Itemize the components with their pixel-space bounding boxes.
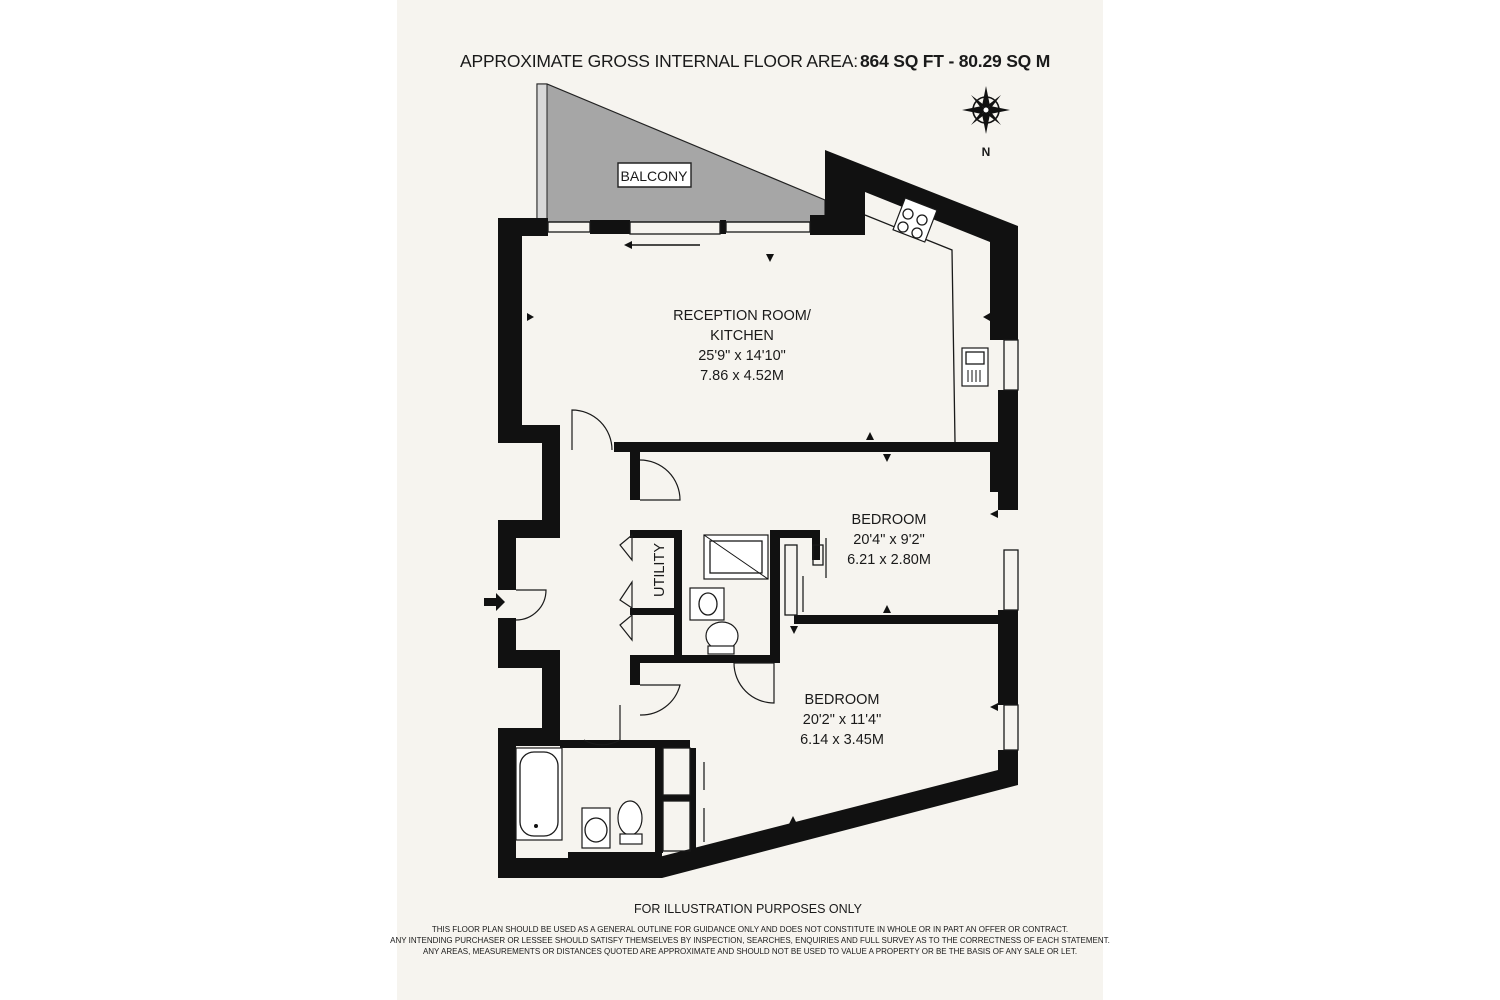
reception-metric: 7.86 x 4.52M — [700, 368, 784, 384]
balcony: BALCONY — [536, 83, 826, 223]
kitchen-counter — [864, 197, 989, 443]
room-bedroom-1: BEDROOM 20'4" x 9'2" 6.21 x 2.80M — [847, 512, 931, 568]
utility-label: UTILITY — [652, 543, 668, 597]
bedroom1-imperial: 20'4" x 9'2" — [853, 532, 924, 548]
illustration-note: FOR ILLUSTRATION PURPOSES ONLY — [634, 902, 863, 916]
room-utility: UTILITY — [652, 543, 668, 597]
doors — [484, 409, 827, 852]
room-reception: RECEPTION ROOM/ KITCHEN 25'9" x 14'10" 7… — [673, 308, 812, 384]
windows — [547, 221, 1019, 751]
compass-rose-icon — [962, 86, 1010, 134]
reception-name-line2: KITCHEN — [710, 328, 774, 344]
bedroom2-imperial: 20'2" x 11'4" — [803, 712, 881, 728]
bedroom1-metric: 6.21 x 2.80M — [847, 552, 931, 568]
room-bedroom-2: BEDROOM 20'2" x 11'4" 6.14 x 3.45M — [800, 692, 884, 748]
reception-name-line1: RECEPTION ROOM/ — [673, 308, 812, 324]
bedroom2-name: BEDROOM — [805, 692, 880, 708]
disclaimer-line-1: THIS FLOOR PLAN SHOULD BE USED AS A GENE… — [432, 925, 1068, 934]
walls — [498, 150, 1018, 878]
bedroom1-name: BEDROOM — [852, 512, 927, 528]
dimension-markers — [527, 254, 998, 824]
disclaimer-line-3: ANY AREAS, MEASUREMENTS OR DISTANCES QUO… — [423, 947, 1077, 956]
area-label: APPROXIMATE GROSS INTERNAL FLOOR AREA: — [460, 51, 858, 71]
bathroom-fixtures — [515, 747, 643, 849]
area-value: 864 SQ FT - 80.29 SQ M — [860, 51, 1050, 71]
ensuite-fixtures — [689, 534, 769, 655]
reception-imperial: 25'9" x 14'10" — [698, 348, 786, 364]
interior-walls — [560, 442, 1004, 858]
compass-north-label: N — [982, 145, 991, 159]
balcony-label: BALCONY — [621, 168, 689, 184]
bedroom2-metric: 6.14 x 3.45M — [800, 732, 884, 748]
disclaimer-line-2: ANY INTENDING PURCHASER OR LESSEE SHOULD… — [390, 936, 1110, 945]
